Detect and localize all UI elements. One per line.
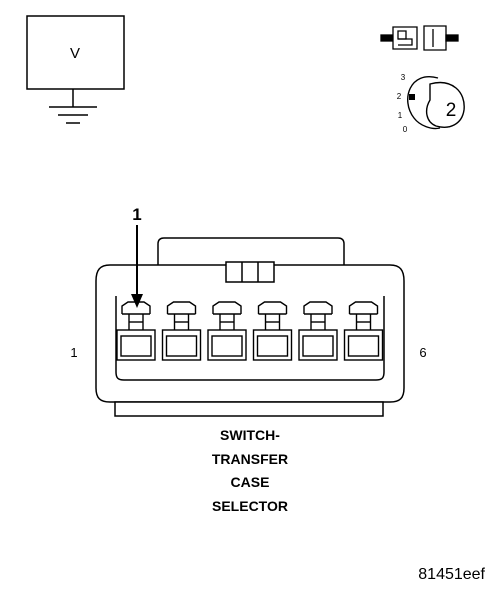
pin-1-callout-arrow [131, 225, 143, 308]
ignition-key-icon [407, 75, 465, 130]
connector-plug-icon [380, 25, 459, 51]
key-position-2: 2 [397, 92, 402, 101]
connector-caption: SWITCH- TRANSFER CASE SELECTOR [150, 424, 350, 518]
pin-start-label: 1 [70, 345, 77, 360]
key-position-0: 0 [403, 125, 408, 134]
key-position-1: 1 [398, 111, 403, 120]
caption-line: TRANSFER [211, 450, 289, 467]
caption-line: CASE [230, 474, 270, 490]
pin-cavity [161, 301, 202, 361]
pin-cavity [343, 301, 384, 361]
pin-cavity [298, 301, 338, 361]
connector-cavities [116, 301, 384, 361]
voltmeter-symbol: V [70, 45, 80, 62]
caption-line: SELECTOR [212, 497, 288, 514]
figure-id: 81451eef [418, 566, 485, 583]
caption-line: SWITCH- [220, 427, 280, 443]
key-position-3: 3 [401, 73, 406, 82]
pin-cavity [116, 301, 156, 361]
connector-body [95, 237, 405, 417]
voltmeter-box [26, 15, 125, 90]
pin-end-label: 6 [419, 345, 426, 360]
pin-cavity [252, 301, 293, 361]
callout-pin-label: 1 [132, 205, 141, 224]
voltmeter-icon [26, 15, 125, 124]
key-position-number: 2 [446, 100, 457, 121]
pin-cavity [207, 301, 247, 361]
